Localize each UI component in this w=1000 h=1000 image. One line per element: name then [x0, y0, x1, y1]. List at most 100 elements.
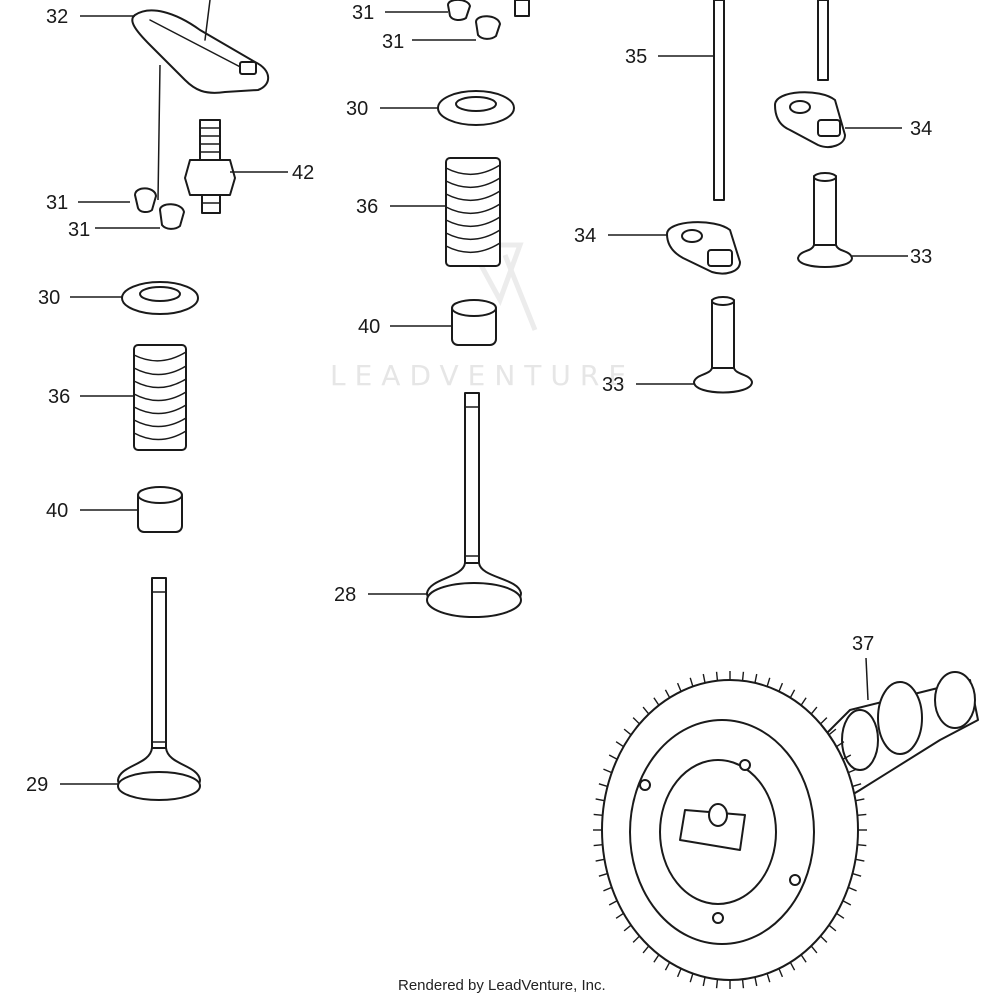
- gear-tooth: [857, 813, 867, 816]
- callout-31: 31: [352, 2, 374, 24]
- gear-tooth: [810, 945, 818, 954]
- part-30-retainer-left: [121, 281, 199, 315]
- gear-tooth: [754, 673, 758, 684]
- part-34-lifter-plate-lower: [666, 221, 741, 275]
- part-34-lifter-plate-upper: [774, 91, 846, 148]
- gear-tooth: [741, 671, 745, 681]
- gear-tooth: [800, 954, 807, 963]
- leadventure-watermark: LEADVENTURE: [330, 242, 635, 392]
- callout-40: 40: [46, 500, 68, 522]
- callout-labels: 32 31 31 42 30 36 40 29 31 31 30 36 40 2…: [26, 2, 932, 796]
- callout-31: 31: [46, 192, 68, 214]
- gear-tooth: [810, 706, 818, 715]
- part-33-tappet-lower: [693, 296, 753, 394]
- part-31-keepers-top: [447, 0, 530, 40]
- part-36-spring-left: [133, 344, 187, 451]
- part-40-seal-left: [137, 486, 183, 533]
- gear-teeth: [593, 671, 867, 989]
- gear-tooth: [715, 979, 719, 989]
- leader-lines: [60, 11, 908, 785]
- callout-31: 31: [382, 31, 404, 53]
- gear-tooth: [689, 677, 694, 687]
- callout-34: 34: [910, 118, 932, 140]
- part-40-seal-mid: [451, 299, 497, 346]
- gear-tooth: [664, 689, 671, 699]
- gear-tooth: [595, 858, 605, 862]
- callout-30: 30: [38, 287, 60, 309]
- gear-tooth: [632, 717, 640, 725]
- part-35-push-rods: [713, 0, 829, 201]
- gear-tooth: [828, 728, 837, 736]
- callout-31: 31: [68, 219, 90, 241]
- gear-tooth: [598, 872, 608, 877]
- gear-tooth: [689, 973, 694, 983]
- callout-35: 35: [625, 46, 647, 68]
- gear-tooth: [842, 900, 852, 906]
- gear-tooth: [754, 976, 758, 987]
- gear-tooth: [836, 741, 845, 748]
- gear-tooth: [642, 706, 650, 715]
- callout-28: 28: [334, 584, 356, 606]
- gear-tooth: [595, 798, 605, 802]
- gear-tooth: [836, 912, 845, 919]
- gear-tooth: [608, 900, 618, 906]
- callout-33: 33: [910, 246, 932, 268]
- gear-tooth: [741, 979, 745, 989]
- gear-tooth: [676, 682, 682, 692]
- gear-tooth: [632, 935, 640, 943]
- part-37-camshaft-gear: [593, 671, 979, 989]
- callout-33: 33: [602, 374, 624, 396]
- gear-tooth: [623, 728, 632, 736]
- gear-tooth: [778, 682, 784, 692]
- gear-tooth: [852, 783, 862, 788]
- part-42-adjust-stud: [184, 119, 236, 214]
- gear-tooth: [820, 717, 828, 725]
- gear-tooth: [778, 968, 784, 978]
- gear-tooth: [800, 697, 807, 706]
- gear-tooth: [593, 813, 603, 816]
- callout-42: 42: [292, 162, 314, 184]
- gear-tooth: [664, 961, 671, 971]
- part-33-tappet-upper: [797, 172, 853, 268]
- gear-tooth: [653, 954, 660, 963]
- callout-40: 40: [358, 316, 380, 338]
- gear-tooth: [615, 741, 624, 748]
- gear-tooth: [623, 924, 632, 932]
- gear-tooth: [847, 886, 857, 892]
- callout-29: 29: [26, 774, 48, 796]
- watermark-text: LEADVENTURE: [330, 359, 635, 392]
- part-31-keepers-left: [134, 187, 185, 230]
- gear-tooth: [715, 671, 719, 681]
- gear-tooth: [598, 783, 608, 788]
- gear-tooth: [857, 844, 867, 847]
- footer-credit: Rendered by LeadVenture, Inc.: [398, 977, 606, 994]
- callout-37: 37: [852, 633, 874, 655]
- gear-tooth: [842, 754, 852, 760]
- part-29-valve-left: [117, 577, 201, 801]
- gear-tooth: [593, 844, 603, 847]
- gear-tooth: [615, 912, 624, 919]
- gear-tooth: [653, 697, 660, 706]
- gear-tooth: [789, 689, 796, 699]
- gear-tooth: [852, 872, 862, 877]
- part-32-rocker-arm: [131, 0, 270, 94]
- gear-tooth: [855, 798, 865, 802]
- part-30-retainer-mid: [437, 90, 515, 126]
- gear-tooth: [603, 886, 613, 892]
- gear-tooth: [608, 754, 618, 760]
- gear-tooth: [847, 768, 857, 774]
- gear-tooth: [676, 968, 682, 978]
- part-36-spring-mid: [445, 157, 501, 267]
- gear-tooth: [789, 961, 796, 971]
- callout-32: 32: [46, 6, 68, 28]
- gear-tooth: [702, 976, 706, 987]
- part-28-valve-mid: [426, 392, 522, 618]
- gear-tooth: [820, 935, 828, 943]
- callout-36: 36: [356, 196, 378, 218]
- gear-tooth: [642, 945, 650, 954]
- gear-tooth: [603, 768, 613, 774]
- gear-tooth: [766, 973, 771, 983]
- callout-30: 30: [346, 98, 368, 120]
- gear-tooth: [766, 677, 771, 687]
